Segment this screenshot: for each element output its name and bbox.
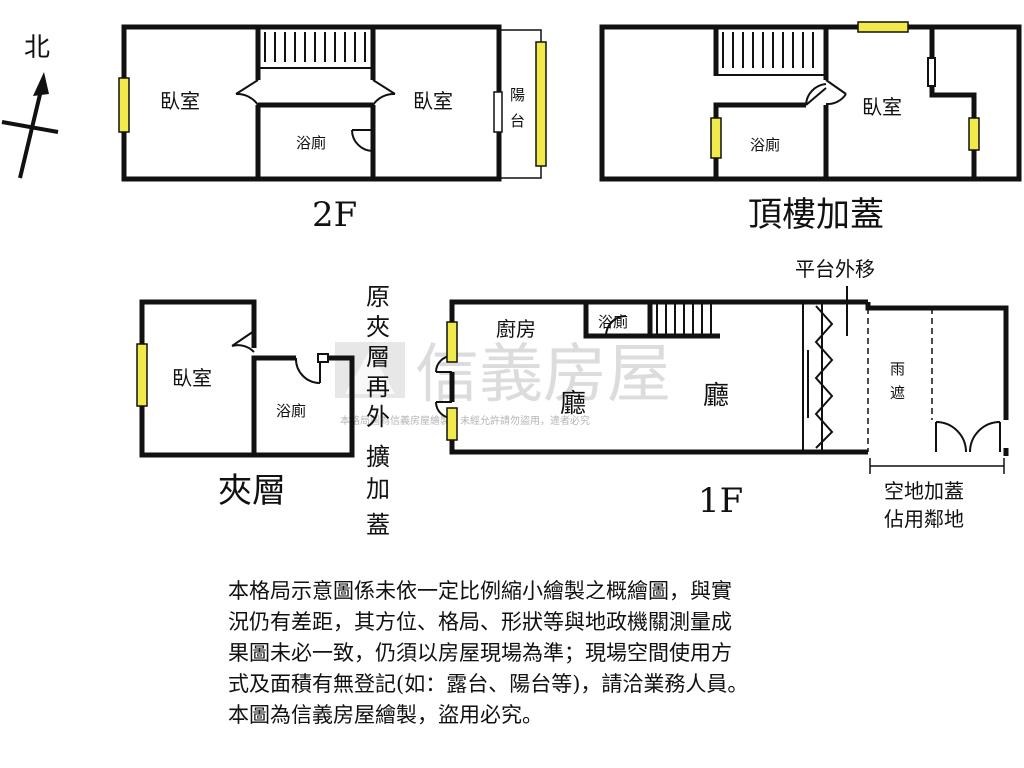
side-note-char: 再: [366, 373, 390, 401]
plan-1f-floor-label: 1F: [698, 481, 743, 521]
north-arrow-icon: [1, 72, 59, 179]
disclaimer-line: 況仍有差距，其方位、格局、形狀等與地政機關測量成: [228, 610, 732, 634]
plan-1f-bath: 浴廁: [598, 313, 628, 331]
plan-1f-vacant-dimension: [869, 458, 1005, 474]
plan-1f-hall-left: 廳: [560, 389, 586, 419]
plan-mezz-floor-label: 夾層: [218, 471, 286, 511]
plan-roof-window-right: [968, 117, 980, 151]
plan-2f: 陽 台 臥室 臥室 浴廁 2F: [118, 24, 547, 235]
disclaimer-line: 式及面積有無登記(如：露台、陽台等)，請洽業務人員。: [228, 672, 749, 696]
plan-2f-doors: [235, 79, 396, 152]
plan-roof-bedroom: 臥室: [862, 95, 902, 119]
plan-1f-window-upper: [446, 321, 458, 363]
plan-mezz-bath: 浴廁: [276, 402, 306, 420]
plan-roof-bath: 浴廁: [750, 136, 780, 154]
plan-roof-window-bath: [710, 117, 722, 159]
plan-roof-doors: [805, 57, 936, 106]
plan-1f-kitchen: 廚房: [496, 317, 536, 341]
plan-2f-balcony-label-1: 陽: [510, 86, 525, 104]
plan-1f-folding-gate: [802, 286, 848, 452]
watermark-logo-icon: [335, 342, 405, 398]
plan-1f-entry-doors: [935, 421, 1001, 453]
plan-1f-hall-right: 廳: [703, 381, 729, 411]
side-note-char: 原: [366, 283, 390, 311]
side-note-char: 蓋: [366, 511, 390, 539]
plan-2f-bedroom-right: 臥室: [413, 89, 453, 113]
side-note-char: 夾: [366, 313, 390, 341]
side-note-char: 擴: [366, 443, 390, 471]
plan-1f-canopy: [867, 308, 933, 452]
disclaimer-line: 果圖未必一致，仍須以房屋現場為準；現場空間使用方: [228, 641, 732, 665]
plan-roof-walls: [599, 24, 1022, 182]
plan-mezz-side-note: 原 夾 層 再 外 擴 加 蓋: [366, 283, 390, 539]
disclaimer-line: 本格局示意圖係未依一定比例縮小繪製之概繪圖，與實: [228, 579, 732, 603]
plan-1f-canopy-label-1: 雨: [890, 360, 905, 378]
plan-roof-floor-label: 頂樓加蓋: [748, 195, 884, 235]
plan-roof: 臥室 浴廁 頂樓加蓋: [599, 21, 1022, 235]
plan-1f-stair: [656, 304, 712, 334]
plan-1f: 廚房 浴廁 廳 廳 雨 遮 平台外移 空地加蓋 佔用鄰地 1F: [435, 257, 1009, 531]
disclaimer-note: 本格局示意圖係未依一定比例縮小繪製之概繪圖，與實 況仍有差距，其方位、格局、形狀…: [228, 576, 928, 731]
plan-2f-floor-label: 2F: [312, 195, 357, 235]
plan-1f-platform-note: 平台外移: [795, 257, 875, 281]
plan-mezz-doors: [231, 330, 329, 385]
plan-2f-window-left: [118, 77, 130, 133]
plan-mezz-walls: [139, 299, 355, 458]
plan-2f-bedroom-left: 臥室: [160, 89, 200, 113]
disclaimer-line: 本圖為信義房屋繪製，盜用必究。: [228, 703, 543, 727]
plan-2f-bath: 浴廁: [296, 134, 326, 152]
plan-2f-balcony-label-2: 台: [510, 112, 525, 130]
plan-2f-stair: [264, 32, 366, 62]
plan-roof-window-top: [857, 21, 909, 33]
plan-1f-canopy-label-2: 遮: [890, 384, 905, 402]
plan-mezz-bedroom: 臥室: [172, 366, 212, 390]
side-note-char: 加: [366, 475, 390, 503]
side-note-char: 層: [366, 343, 390, 371]
plan-1f-bath-door: [605, 315, 627, 337]
compass: 北: [1, 33, 59, 179]
plan-1f-window-lower: [446, 407, 458, 441]
plan-mezzanine: 臥室 浴廁 夾層 原 夾 層 再 外 擴 加 蓋: [136, 283, 390, 539]
watermark-notice: 本格局圖為信義房屋繪製，未經允許請勿盜用，違者必究: [340, 414, 590, 427]
plan-1f-vacant-note-2: 佔用鄰地: [884, 507, 964, 531]
plan-1f-walls: [449, 299, 1009, 456]
plan-roof-stair: [722, 32, 814, 68]
plan-1f-vacant-note-1: 空地加蓋: [884, 479, 964, 503]
compass-north-label: 北: [24, 33, 50, 63]
plan-mezz-window: [136, 343, 148, 407]
plan-2f-balcony: 陽 台: [493, 29, 547, 179]
side-note-char: 外: [366, 403, 390, 431]
